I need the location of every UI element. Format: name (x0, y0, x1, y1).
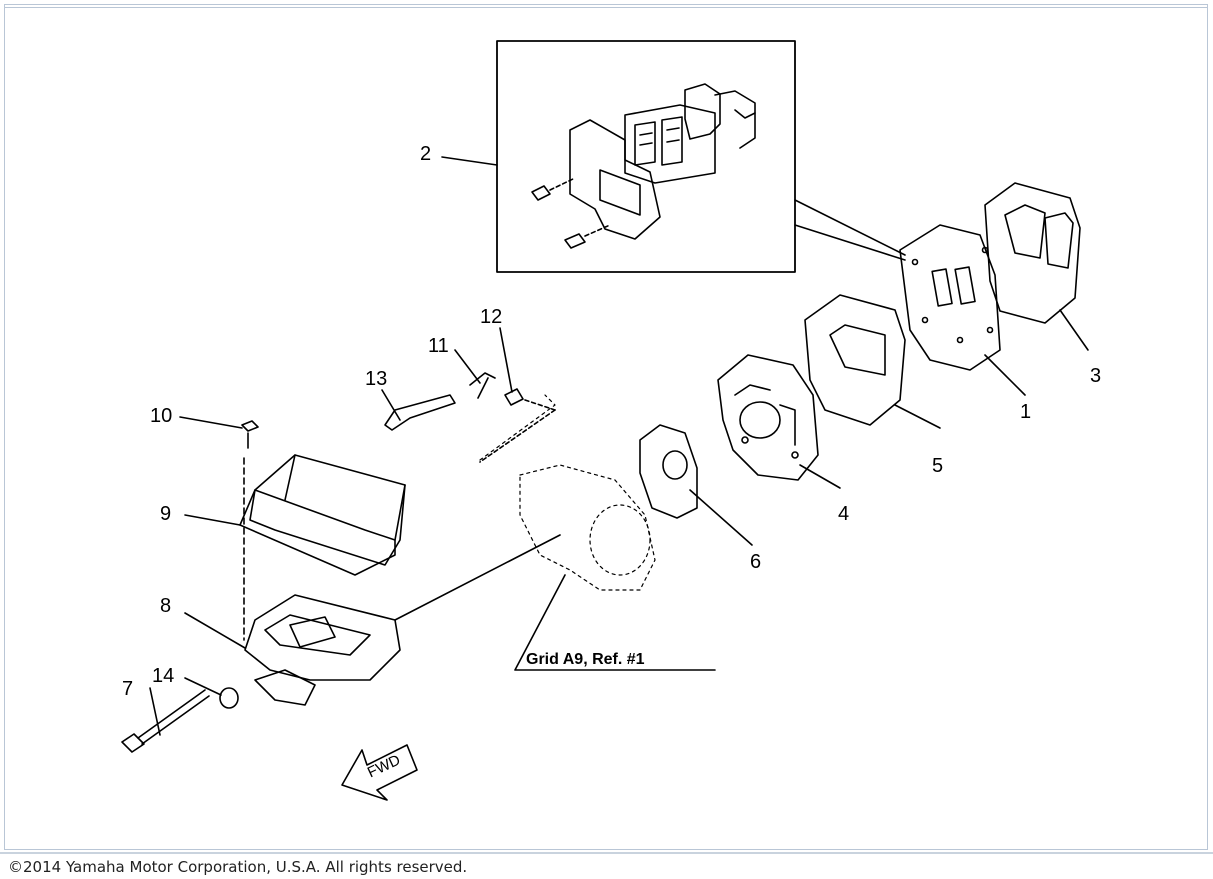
copyright-footer: ©2014 Yamaha Motor Corporation, U.S.A. A… (8, 858, 468, 876)
callout-1: 1 (1020, 401, 1031, 423)
exploded-parts-diagram: 3 1 2 5 4 6 7 8 9 10 11 12 13 14 Grid A9… (121, 40, 1101, 801)
part-1-reed-valve (899, 224, 1001, 371)
callout-5: 5 (932, 455, 943, 477)
callout-11: 11 (428, 335, 449, 357)
part-3-gasket (984, 182, 1081, 324)
callout-4: 4 (838, 503, 849, 525)
diagram-frame (4, 4, 1208, 850)
part-12-nut (504, 388, 524, 406)
footer-divider (0, 852, 1213, 854)
part-14-washer (219, 687, 239, 709)
part-11-clip (469, 372, 496, 399)
grid-reference-label: Grid A9, Ref. #1 (526, 651, 645, 668)
part-8-silencer-housing (244, 534, 561, 706)
callout-9: 9 (160, 503, 171, 525)
callout-14: 14 (152, 665, 174, 687)
part-9-silencer-cover (239, 454, 406, 576)
inset-box-reed-valve-assembly (496, 40, 796, 273)
callout-6: 6 (750, 551, 761, 573)
part-6-gasket (639, 424, 698, 519)
part-10-screw (241, 420, 259, 641)
top-divider (5, 7, 1207, 8)
engine-reference (479, 394, 656, 591)
part-4-carburetor (717, 354, 819, 481)
callout-10: 10 (150, 405, 172, 427)
part-5-gasket (804, 294, 906, 426)
callout-7: 7 (122, 678, 133, 700)
callout-8: 8 (160, 595, 171, 617)
callout-3: 3 (1090, 365, 1101, 387)
callout-13: 13 (365, 368, 387, 390)
callout-12: 12 (480, 306, 502, 328)
part-13-link (384, 394, 456, 431)
callout-2: 2 (420, 143, 431, 165)
part-7-bolt (121, 689, 210, 753)
fwd-arrow (341, 744, 418, 801)
